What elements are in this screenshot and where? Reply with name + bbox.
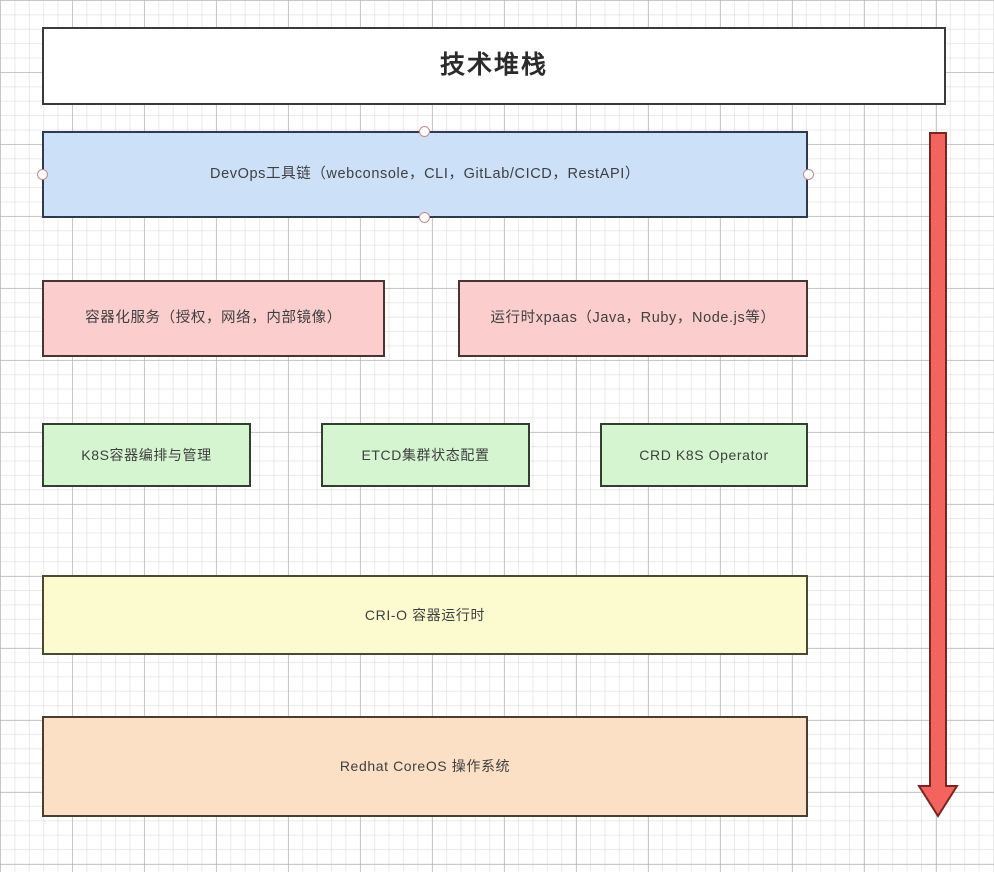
selection-handle-left[interactable]: [37, 169, 48, 180]
node-runtime-xpaas-label: 运行时xpaas（Java，Ruby，Node.js等）: [490, 309, 776, 326]
node-cri-o-label: CRI-O 容器运行时: [364, 606, 486, 623]
node-cri-o[interactable]: CRI-O 容器运行时: [42, 575, 808, 655]
node-crd-operator-label: CRD K8S Operator: [639, 446, 769, 463]
selection-handle-right[interactable]: [803, 169, 814, 180]
node-etcd-cluster[interactable]: ETCD集群状态配置: [321, 423, 530, 487]
title-box-label: 技术堆栈: [439, 51, 548, 80]
node-coreos[interactable]: Redhat CoreOS 操作系统: [42, 716, 808, 817]
title-box[interactable]: 技术堆栈: [42, 27, 946, 105]
node-etcd-cluster-label: ETCD集群状态配置: [361, 446, 490, 463]
selection-handle-bottom[interactable]: [419, 212, 430, 223]
node-devops-toolchain[interactable]: DevOps工具链（webconsole，CLI，GitLab/CICD，Res…: [42, 131, 808, 218]
node-devops-toolchain-label: DevOps工具链（webconsole，CLI，GitLab/CICD，Res…: [210, 165, 640, 182]
selection-handle-top[interactable]: [419, 126, 430, 137]
node-k8s-orchestration[interactable]: K8S容器编排与管理: [42, 423, 251, 487]
node-container-service-label: 容器化服务（授权，网络，内部镜像）: [85, 309, 342, 326]
node-runtime-xpaas[interactable]: 运行时xpaas（Java，Ruby，Node.js等）: [458, 280, 808, 357]
node-k8s-orchestration-label: K8S容器编排与管理: [81, 446, 212, 463]
node-crd-operator[interactable]: CRD K8S Operator: [600, 423, 808, 487]
down-arrow-icon[interactable]: [917, 132, 959, 818]
node-container-service[interactable]: 容器化服务（授权，网络，内部镜像）: [42, 280, 385, 357]
node-coreos-label: Redhat CoreOS 操作系统: [339, 758, 511, 775]
